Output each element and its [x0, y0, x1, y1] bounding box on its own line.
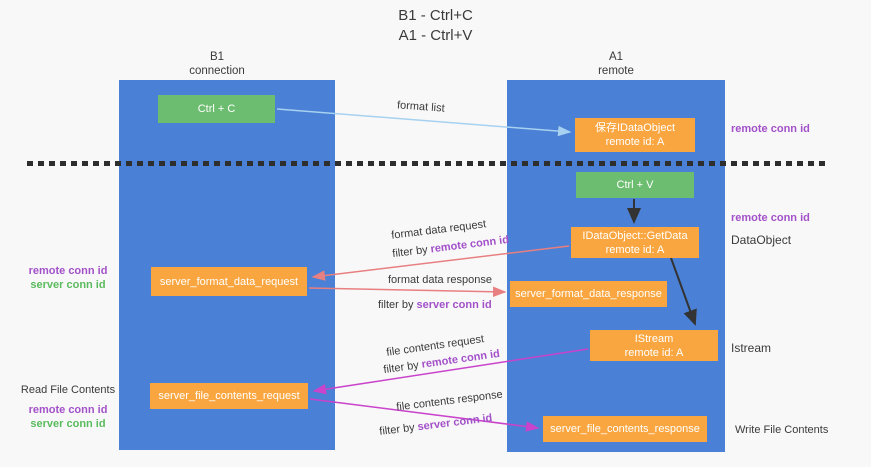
- dataobject-annotation: DataObject: [731, 233, 792, 247]
- clipboard-separator-dashed-line: [27, 161, 830, 166]
- save-idataobject-box: 保存IDataObject remote id: A: [575, 118, 695, 152]
- save-idataobject-line1: 保存IDataObject: [594, 122, 676, 134]
- server-conn-id-annotation-left: server conn id: [30, 279, 106, 291]
- read-file-contents-annotation: Read File Contents: [20, 384, 116, 396]
- ctrl-c-box: Ctrl + C: [158, 95, 275, 123]
- format-data-response-arrow: [308, 286, 507, 298]
- server-format-data-response-label: server_format_data_response: [515, 288, 662, 300]
- filter-by-text: filter by: [391, 243, 429, 261]
- server-file-contents-request-box: server_file_contents_request: [150, 383, 308, 409]
- file-contents-response-arrow-label: file contents response: [395, 388, 504, 414]
- left-conn-id-annotation-group: remote conn id server conn id: [20, 264, 116, 292]
- remote-conn-id-annotation-top-right: remote conn id: [731, 123, 810, 135]
- ctrl-c-label: Ctrl + C: [197, 103, 236, 115]
- write-file-contents-annotation: Write File Contents: [735, 424, 829, 436]
- format-data-response-arrow-label: format data response: [388, 274, 492, 286]
- server-format-data-request-box: server_format_data_request: [151, 267, 307, 296]
- left-column-header: B1 connection: [119, 50, 315, 78]
- server-conn-id-text: server conn id: [416, 412, 493, 434]
- title-line-1: B1 - Ctrl+C: [398, 7, 473, 24]
- save-idataobject-line2: remote id: A: [605, 136, 665, 148]
- ctrl-v-label: Ctrl + V: [616, 179, 654, 191]
- left-column-subtitle: connection: [189, 65, 245, 77]
- istream-line1: IStream: [634, 332, 674, 345]
- filter-by-text: filter by: [378, 421, 416, 438]
- server-format-data-response-box: server_format_data_response: [510, 281, 667, 307]
- server-file-contents-response-label: server_file_contents_response: [550, 423, 700, 435]
- format-list-arrow-label: format list: [396, 99, 446, 115]
- right-column-name: A1: [608, 51, 624, 63]
- server-conn-id-text: server conn id: [416, 299, 492, 311]
- istream-line2: remote id: A: [624, 346, 684, 359]
- title-line-2: A1 - Ctrl+V: [398, 27, 473, 44]
- read-file-contents-annotation-group: Read File Contents remote conn id server…: [20, 383, 116, 431]
- right-column-header: A1 remote: [507, 50, 725, 78]
- diagram-title: B1 - Ctrl+C A1 - Ctrl+V: [0, 6, 871, 46]
- server-format-data-request-label: server_format_data_request: [159, 275, 299, 288]
- filter-by-text: filter by: [382, 359, 420, 377]
- remote-conn-id-annotation-left: remote conn id: [28, 265, 108, 277]
- idataobject-getdata-box: IDataObject::GetData remote id: A: [571, 227, 699, 258]
- filter-by-text: filter by: [378, 299, 414, 311]
- right-column-subtitle: remote: [598, 65, 634, 77]
- remote-conn-id-text: remote conn id: [429, 233, 510, 256]
- remote-conn-id-annotation-mid-right: remote conn id: [731, 212, 810, 224]
- server-file-contents-request-label: server_file_contents_request: [158, 390, 300, 402]
- istream-annotation: Istream: [731, 341, 772, 355]
- server-file-contents-response-box: server_file_contents_response: [543, 416, 707, 442]
- ctrl-v-box: Ctrl + V: [576, 172, 694, 198]
- remote-conn-id-annotation-bottom-left: remote conn id: [28, 404, 108, 416]
- left-column-name: B1: [209, 51, 225, 63]
- server-conn-id-annotation-bottom-left: server conn id: [30, 418, 106, 430]
- getdata-line2: remote id: A: [605, 243, 665, 256]
- getdata-line1: IDataObject::GetData: [582, 229, 688, 242]
- istream-box: IStream remote id: A: [590, 330, 718, 361]
